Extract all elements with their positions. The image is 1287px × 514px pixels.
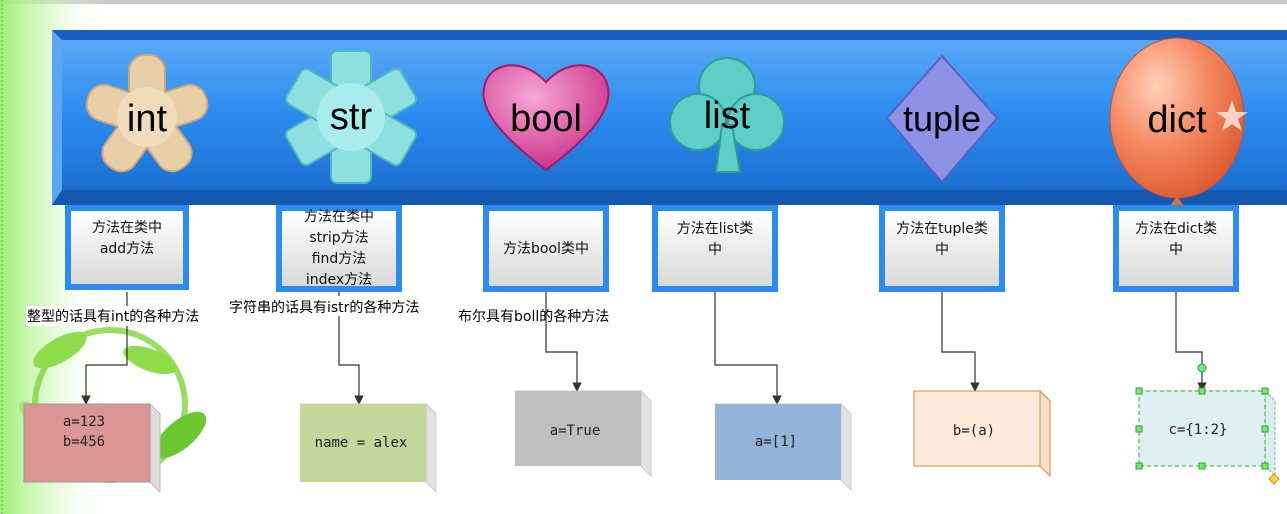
note-bg-str bbox=[228, 296, 448, 316]
example-text-int-0: a=123 bbox=[63, 414, 105, 430]
method-text-bool-0: 方法bool类中 bbox=[503, 241, 589, 257]
note-str: 字符串的话具有istr的各种方法 bbox=[229, 300, 419, 316]
snowflake-icon bbox=[285, 50, 417, 184]
method-box-int: 方法在类中 add方法 bbox=[65, 205, 189, 290]
example-box-tuple: b=(a) bbox=[912, 389, 1052, 478]
example-box-list: a=[1] bbox=[713, 402, 853, 492]
method-box-tuple: 方法在tuple类 中 bbox=[879, 205, 1005, 292]
selection-handles[interactable] bbox=[1135, 363, 1280, 485]
method-text-str-0: 方法在类中 bbox=[304, 209, 374, 225]
asterisk-icon bbox=[85, 54, 209, 173]
example-box-str: name = alex bbox=[298, 402, 438, 494]
method-box-bool: 方法bool类中 bbox=[483, 205, 609, 292]
note-bool: 布尔具有boll的各种方法 bbox=[458, 309, 609, 325]
method-text-tuple-1: 中 bbox=[935, 242, 949, 258]
connector-dict bbox=[1175, 292, 1207, 392]
method-text-int-0: 方法在类中 bbox=[92, 220, 162, 236]
balloon-icon bbox=[1109, 37, 1248, 206]
method-text-list-1: 中 bbox=[708, 242, 722, 258]
example-text-list-0: a=[1] bbox=[755, 434, 797, 450]
heart-icon bbox=[482, 64, 610, 172]
type-label-tuple: tuple bbox=[903, 98, 981, 139]
type-label-bool: bool bbox=[510, 98, 582, 140]
example-text-tuple-0: b=(a) bbox=[953, 423, 995, 439]
example-text-str-0: name = alex bbox=[315, 435, 408, 451]
method-text-str-2: find方法 bbox=[312, 251, 367, 267]
method-text-dict-1: 中 bbox=[1169, 242, 1183, 258]
method-box-list: 方法在list类 中 bbox=[652, 205, 778, 292]
type-label-str: str bbox=[330, 96, 373, 138]
method-text-list-0: 方法在list类 bbox=[677, 221, 754, 237]
method-text-tuple-0: 方法在tuple类 bbox=[896, 221, 988, 237]
connector-int bbox=[81, 292, 128, 405]
example-text-int-1: b=456 bbox=[63, 434, 105, 450]
method-box-dict: 方法在dict类 中 bbox=[1113, 205, 1239, 292]
connector-list bbox=[714, 292, 782, 405]
example-box-bool: a=True bbox=[513, 389, 653, 478]
type-label-list: list bbox=[704, 95, 751, 137]
method-text-int-1: add方法 bbox=[100, 241, 154, 257]
note-int: 整型的话具有int的各种方法 bbox=[27, 309, 199, 325]
example-box-dict[interactable]: c={1:2} bbox=[1135, 363, 1280, 485]
type-label-dict: dict bbox=[1147, 99, 1207, 141]
method-text-str-1: strip方法 bbox=[309, 230, 368, 246]
example-text-dict-0: c={1:2} bbox=[1168, 422, 1227, 438]
example-text-bool-0: a=True bbox=[550, 423, 601, 439]
diamond-icon bbox=[885, 54, 999, 184]
top-border bbox=[0, 0, 1287, 4]
note-bg-int bbox=[26, 306, 224, 326]
connector-str bbox=[338, 292, 364, 405]
club-icon bbox=[669, 57, 785, 173]
type-label-int: int bbox=[127, 98, 168, 140]
connector-bool bbox=[545, 292, 582, 392]
connector-tuple bbox=[941, 292, 980, 392]
method-text-str-3: index方法 bbox=[306, 272, 372, 288]
method-text-dict-0: 方法在dict类 bbox=[1135, 221, 1217, 237]
example-box-int: a=123 b=456 bbox=[22, 402, 162, 494]
method-box-str: 方法在类中 strip方法 find方法 index方法 bbox=[276, 205, 402, 292]
